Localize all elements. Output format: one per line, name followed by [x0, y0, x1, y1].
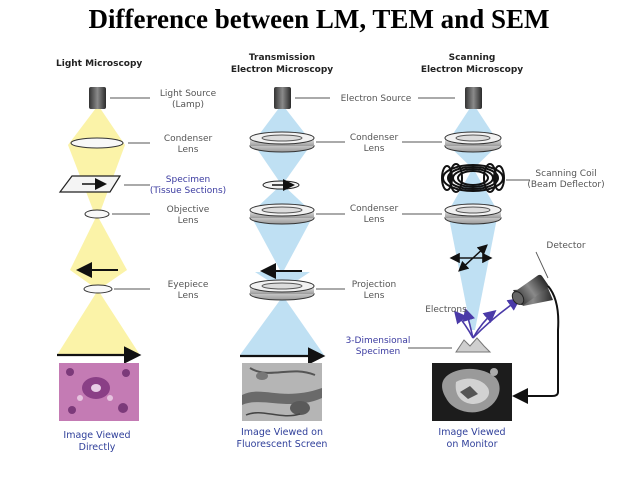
- svg-text:Condenser: Condenser: [350, 204, 399, 214]
- svg-text:Directly: Directly: [79, 442, 116, 453]
- svg-text:Lens: Lens: [178, 145, 199, 155]
- lm-caption: Image Viewed Directly: [63, 430, 130, 453]
- sem-monitor-image: [432, 363, 512, 421]
- deflection-arrows: [449, 244, 493, 272]
- page-title: Difference between LM, TEM and SEM: [88, 4, 550, 34]
- svg-text:Lens: Lens: [364, 291, 385, 301]
- coil-icon: [441, 163, 505, 193]
- lm-light-beam-3: [70, 215, 127, 270]
- svg-text:Objective: Objective: [167, 205, 210, 215]
- ring-lens-icon: [444, 203, 502, 225]
- label-specimen-3d: 3-Dimensional Specimen: [346, 336, 411, 357]
- sem-specimen: [455, 337, 492, 353]
- label-specimen: Specimen (Tissue Sections): [150, 175, 226, 196]
- lm-light-beam-5: [57, 290, 140, 355]
- svg-text:Scanning: Scanning: [449, 53, 496, 63]
- svg-text:Detector: Detector: [546, 241, 586, 251]
- svg-text:(Lamp): (Lamp): [172, 100, 204, 110]
- lens-icon: [84, 209, 110, 219]
- svg-text:Projection: Projection: [352, 280, 397, 290]
- ring-lens-icon: [444, 131, 502, 153]
- svg-text:Lens: Lens: [178, 216, 199, 226]
- tem-caption: Image Viewed on Fluorescent Screen: [237, 427, 328, 450]
- label-condenser-tem-2: Condenser Lens: [350, 204, 399, 225]
- lens-icon: [70, 137, 124, 149]
- svg-text:Condenser: Condenser: [164, 134, 213, 144]
- label-eyepiece: Eyepiece Lens: [168, 280, 209, 301]
- svg-text:Light Source: Light Source: [160, 89, 217, 99]
- sem-heading: Scanning Electron Microscopy: [421, 53, 523, 75]
- tem-electron-beam-6: [240, 296, 324, 355]
- label-detector: Detector: [546, 241, 586, 251]
- svg-text:Electron Source: Electron Source: [341, 94, 412, 104]
- svg-text:(Tissue Sections): (Tissue Sections): [150, 186, 226, 196]
- ring-lens-icon: [249, 203, 315, 225]
- label-scanning-coil: Scanning Coil (Beam Deflector): [527, 169, 604, 190]
- svg-text:Fluorescent Screen: Fluorescent Screen: [237, 439, 328, 450]
- svg-text:Image Viewed: Image Viewed: [63, 430, 130, 441]
- label-objective: Objective Lens: [167, 205, 210, 226]
- svg-text:Image Viewed on: Image Viewed on: [241, 427, 323, 438]
- label-condenser-tem: Condenser Lens: [350, 133, 399, 154]
- svg-text:on Monitor: on Monitor: [447, 439, 498, 450]
- label-electrons: Electrons: [425, 305, 467, 315]
- tem-electron-beam: [255, 108, 310, 140]
- tem-specimen: [262, 179, 300, 191]
- label-projection: Projection Lens: [352, 280, 397, 301]
- label-light-source: Light Source (Lamp): [160, 89, 217, 110]
- svg-text:Specimen: Specimen: [166, 175, 210, 185]
- svg-text:Condenser: Condenser: [350, 133, 399, 143]
- lamp-icon: [89, 87, 106, 109]
- svg-text:Electron Microscopy: Electron Microscopy: [421, 65, 523, 75]
- leader-lines: [110, 97, 549, 349]
- svg-text:Light Microscopy: Light Microscopy: [56, 59, 142, 69]
- svg-text:Lens: Lens: [364, 144, 385, 154]
- ring-lens-icon: [249, 279, 315, 301]
- secondary-electrons: [453, 298, 521, 339]
- tem-heading: Transmission Electron Microscopy: [231, 53, 333, 75]
- label-electron-source: Electron Source: [341, 94, 412, 104]
- svg-text:Electron Microscopy: Electron Microscopy: [231, 65, 333, 75]
- tem-electron-beam-2: [255, 146, 310, 184]
- tem-cell-image: [242, 363, 322, 421]
- lm-specimen-slide: [58, 175, 122, 193]
- sem-electron-beam: [449, 108, 497, 140]
- ring-lens-icon: [249, 131, 315, 153]
- label-condenser-lm: Condenser Lens: [164, 134, 213, 155]
- svg-text:3-Dimensional: 3-Dimensional: [346, 336, 411, 346]
- svg-text:Eyepiece: Eyepiece: [168, 280, 209, 290]
- electron-gun-icon: [274, 87, 291, 109]
- lm-heading: Light Microscopy: [56, 59, 142, 69]
- sem-caption: Image Viewed on Monitor: [438, 427, 505, 450]
- svg-text:(Beam Deflector): (Beam Deflector): [527, 180, 604, 190]
- electron-gun-icon: [465, 87, 482, 109]
- svg-text:Scanning Coil: Scanning Coil: [535, 169, 596, 179]
- svg-text:Electrons: Electrons: [425, 305, 467, 315]
- tem-electron-beam-4: [252, 218, 312, 272]
- lens-icon: [83, 284, 113, 294]
- svg-text:Image Viewed: Image Viewed: [438, 427, 505, 438]
- svg-text:Specimen: Specimen: [356, 347, 400, 357]
- detector-icon: [511, 274, 553, 306]
- svg-text:Lens: Lens: [364, 215, 385, 225]
- svg-text:Lens: Lens: [178, 291, 199, 301]
- svg-text:Transmission: Transmission: [249, 53, 315, 63]
- signal-connector: [512, 285, 560, 404]
- lm-tissue-image: [59, 363, 139, 421]
